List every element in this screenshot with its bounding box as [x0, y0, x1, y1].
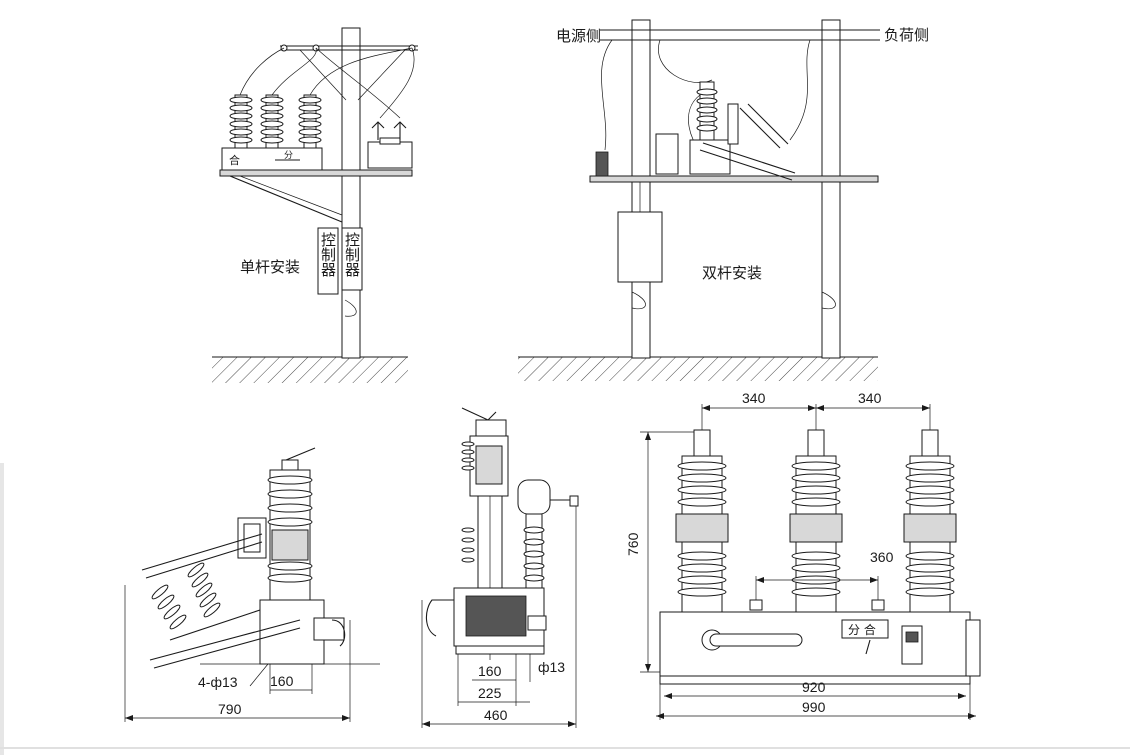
- outer-width-dim: 990: [802, 699, 826, 715]
- panel-open-close: 分 合: [848, 622, 876, 637]
- end-d1-dim: 160: [478, 663, 502, 679]
- double-pole-controller: [617, 211, 663, 283]
- load-side-label: 负荷侧: [884, 26, 929, 44]
- close-label: 合: [229, 153, 240, 167]
- front-pole-2: [789, 429, 843, 617]
- double-pole-installation: 电源侧 负荷侧 双杆安装: [518, 19, 929, 381]
- single-pole-installation: 合 分 控制器: [212, 27, 418, 383]
- pitch-right-dim: 340: [858, 390, 882, 406]
- end-d2-dim: 225: [478, 685, 502, 701]
- height-dim: 760: [625, 532, 641, 556]
- side-hole-dim: 4-ф13: [198, 674, 238, 690]
- end-view: 160 ф13 225 460: [421, 407, 579, 728]
- pole: [341, 27, 361, 359]
- pole-left: [631, 19, 651, 359]
- double-pole-insulator: [689, 81, 731, 175]
- transformer: [367, 121, 413, 169]
- page-edge: [0, 463, 4, 755]
- insulator-1: [229, 94, 253, 149]
- end-hole-dim: ф13: [538, 659, 565, 675]
- single-pole-label: 单杆安装: [240, 258, 300, 276]
- inner-width-dim: 920: [802, 679, 826, 695]
- end-overall-dim: 460: [484, 707, 508, 723]
- ground-hatch-2: [518, 357, 878, 381]
- front-view: 340 340 760: [625, 390, 981, 720]
- pole-right: [821, 19, 841, 359]
- source-side-label: 电源侧: [556, 27, 601, 45]
- double-pole-label: 双杆安装: [702, 264, 762, 282]
- controller-box-2: [341, 227, 363, 291]
- insulator-3: [298, 94, 322, 149]
- front-pole-3: [903, 429, 957, 617]
- mount-dim: 360: [870, 549, 894, 565]
- controller-box-1: [317, 227, 339, 295]
- open-label: 分: [284, 150, 293, 161]
- side-offset-dim: 160: [270, 673, 294, 689]
- insulator-2: [260, 94, 284, 149]
- pitch-left-dim: 340: [742, 390, 766, 406]
- controller-label-2: 控制器: [343, 232, 361, 277]
- controller-label-1: 控制器: [319, 232, 337, 277]
- side-view: 160 4-ф13 790: [124, 447, 380, 722]
- ground-hatch: [212, 357, 408, 383]
- front-pole-1: [675, 429, 729, 617]
- side-overall-dim: 790: [218, 701, 242, 717]
